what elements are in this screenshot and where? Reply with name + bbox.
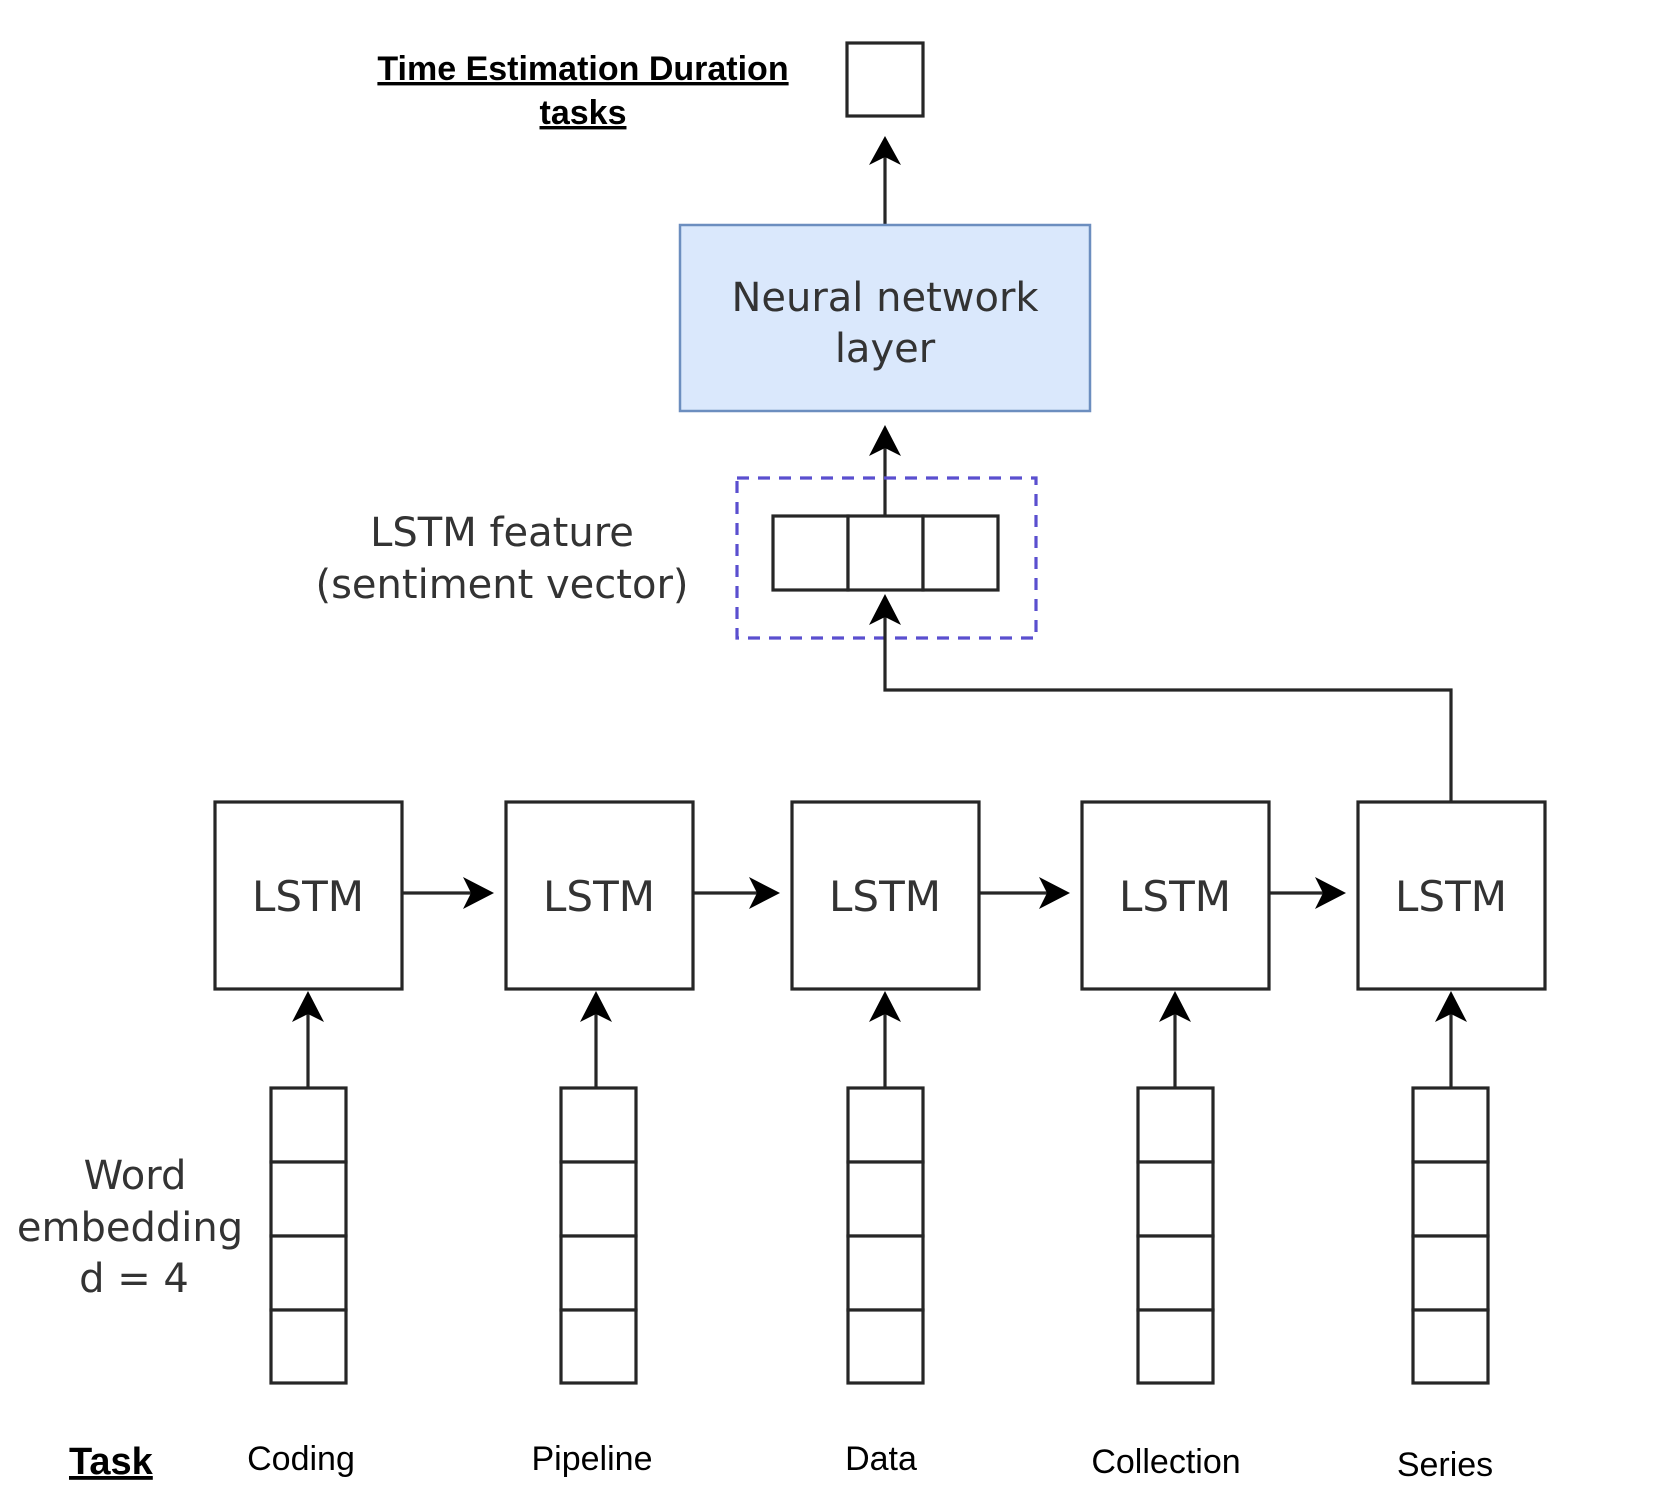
- lstm-box-5: [1356, 800, 1547, 991]
- embedding-cell: [1136, 1160, 1215, 1238]
- arrowhead-output: [869, 136, 901, 165]
- embedding-cell: [269, 1308, 348, 1385]
- embedding-cell: [1136, 1308, 1215, 1385]
- embedding-cell: [1411, 1234, 1490, 1312]
- nn-layer-label-line2: layer: [835, 326, 936, 372]
- lstm-label-2: LSTM: [543, 872, 655, 921]
- arrowhead-embed-5: [1435, 991, 1467, 1022]
- embedding-cell: [559, 1086, 638, 1164]
- embedding-cell: [846, 1308, 925, 1385]
- arrowhead-lstm-3: [749, 877, 780, 909]
- arrowhead-embed-4: [1159, 991, 1191, 1022]
- task-word-data: Data: [845, 1440, 917, 1478]
- embedding-cell: [269, 1160, 348, 1238]
- feature-cell-2: [846, 514, 925, 592]
- embedding-column-2: [559, 991, 638, 1385]
- lstm-label-4: LSTM: [1119, 872, 1231, 921]
- embedding-cell: [846, 1160, 925, 1238]
- embedding-cell: [846, 1234, 925, 1312]
- embedding-column-4: [1136, 991, 1215, 1385]
- embedding-cell: [1411, 1086, 1490, 1164]
- task-word-coding: Coding: [247, 1440, 355, 1478]
- feature-label-line2: (sentiment vector): [315, 562, 688, 608]
- embedding-cell: [1411, 1160, 1490, 1238]
- embedding-label-line1: Word: [84, 1153, 187, 1199]
- embedding-label-line3: d = 4: [79, 1256, 189, 1302]
- feature-dashed-border: [735, 476, 1038, 640]
- lstm-box-1: [213, 800, 404, 991]
- feature-cell-1: [771, 514, 850, 592]
- lstm-label-1: LSTM: [252, 872, 364, 921]
- lstm-box-3: [790, 800, 981, 991]
- arrowhead-embed-1: [292, 991, 324, 1022]
- embedding-cell: [559, 1308, 638, 1385]
- arrowhead-nn: [869, 425, 901, 456]
- embedding-cell: [1136, 1234, 1215, 1312]
- embedding-label-line2: embedding: [17, 1205, 243, 1251]
- task-word-collection: Collection: [1091, 1443, 1240, 1481]
- embedding-cell: [846, 1086, 925, 1164]
- embedding-column-3: [846, 991, 925, 1385]
- embedding-cell: [269, 1086, 348, 1164]
- arrowhead-lstm-5: [1315, 877, 1346, 909]
- connector-last-lstm-to-feature: [883, 612, 1453, 802]
- neural-network-layer-box: [678, 223, 1092, 413]
- embedding-column-5: [1411, 991, 1490, 1385]
- task-word-series: Series: [1397, 1446, 1493, 1484]
- feature-cell-3: [921, 514, 1000, 592]
- arrowhead-embed-3: [869, 991, 901, 1022]
- feature-label-line1: LSTM feature: [370, 510, 634, 556]
- nn-layer-label-line1: Neural network: [731, 275, 1039, 321]
- output-title-line1: Time Estimation Duration: [377, 50, 788, 88]
- embedding-cell: [1411, 1308, 1490, 1385]
- lstm-box-2: [504, 800, 695, 991]
- lstm-box-4: [1080, 800, 1271, 991]
- embedding-cell: [269, 1234, 348, 1312]
- output-box: [845, 41, 925, 118]
- lstm-label-5: LSTM: [1395, 872, 1507, 921]
- embedding-column-1: [269, 991, 348, 1385]
- arrowhead-lstm-2: [463, 877, 494, 909]
- embedding-cell: [1136, 1086, 1215, 1164]
- lstm-label-3: LSTM: [829, 872, 941, 921]
- task-word-pipeline: Pipeline: [532, 1440, 653, 1478]
- task-label: Task: [69, 1441, 154, 1483]
- embedding-cell: [559, 1160, 638, 1238]
- output-title-line2: tasks: [540, 94, 627, 132]
- lstm-row: LSTM LSTM LSTM LSTM LSTM: [213, 800, 1547, 991]
- arrowhead-feature: [869, 594, 901, 625]
- embedding-cell: [559, 1234, 638, 1312]
- arrowhead-embed-2: [580, 991, 612, 1022]
- arrowhead-lstm-4: [1039, 877, 1070, 909]
